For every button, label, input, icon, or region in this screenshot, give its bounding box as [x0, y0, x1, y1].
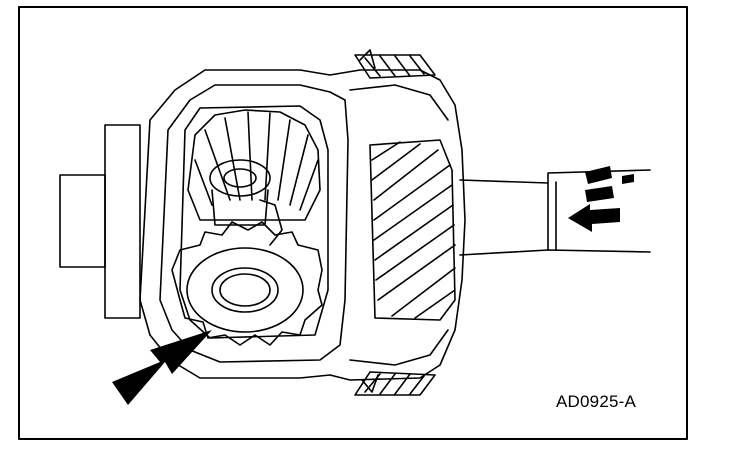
axle-rotation-arrow	[568, 166, 634, 232]
left-axle-stub	[59, 124, 141, 319]
right-axle-shaft	[459, 169, 651, 256]
ring-gear	[354, 54, 456, 396]
figure-frame	[18, 6, 688, 440]
figure-id-label: AD0925-A	[556, 392, 637, 411]
differential-case	[139, 49, 466, 393]
pinion-gear	[209, 159, 283, 246]
side-gear	[171, 221, 323, 346]
side-gear-callout-arrow	[112, 330, 212, 405]
rear-side-gear	[187, 109, 321, 221]
